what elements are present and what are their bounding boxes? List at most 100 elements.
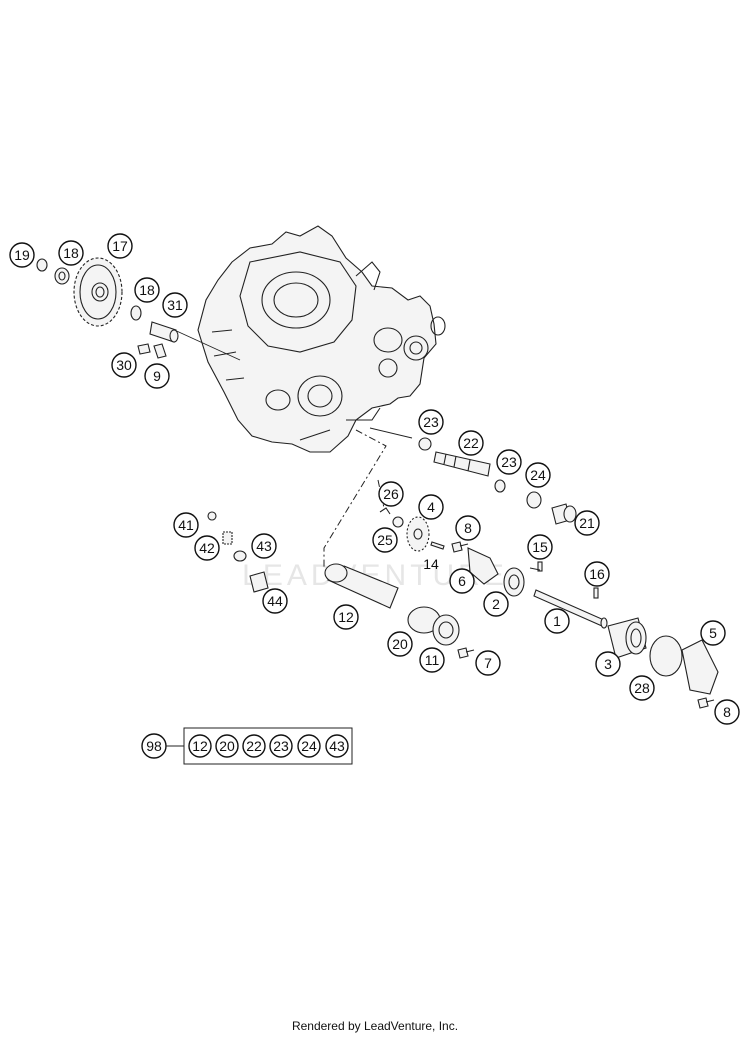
svg-text:98: 98 bbox=[146, 738, 162, 754]
kit-item-23[interactable]: 23 bbox=[269, 734, 293, 758]
svg-text:22: 22 bbox=[246, 738, 262, 754]
callout-11[interactable]: 11 bbox=[419, 647, 445, 673]
callout-22[interactable]: 22 bbox=[458, 430, 484, 456]
kit-item-12[interactable]: 12 bbox=[188, 734, 212, 758]
callout-7[interactable]: 7 bbox=[475, 650, 501, 676]
plug-part-21 bbox=[551, 503, 577, 525]
oring-part-23a bbox=[418, 437, 432, 451]
callout-9[interactable]: 9 bbox=[144, 363, 170, 389]
callout-2[interactable]: 2 bbox=[483, 591, 509, 617]
shaft-part-1 bbox=[533, 589, 608, 629]
callout-18[interactable]: 18 bbox=[58, 240, 84, 266]
callout-31[interactable]: 31 bbox=[162, 292, 188, 318]
callout-21[interactable]: 21 bbox=[574, 510, 600, 536]
pin-part-15 bbox=[537, 561, 543, 572]
callout-30[interactable]: 30 bbox=[111, 352, 137, 378]
kit-box bbox=[166, 727, 353, 765]
svg-text:12: 12 bbox=[338, 609, 354, 625]
washer-part-18a bbox=[54, 267, 70, 285]
callout-41[interactable]: 41 bbox=[173, 512, 199, 538]
svg-text:2: 2 bbox=[492, 596, 500, 612]
callout-28[interactable]: 28 bbox=[629, 675, 655, 701]
kit-item-24[interactable]: 24 bbox=[297, 734, 321, 758]
svg-text:23: 23 bbox=[501, 454, 517, 470]
shaft-part-31 bbox=[149, 321, 179, 343]
snap-ring-part bbox=[36, 258, 48, 272]
svg-text:23: 23 bbox=[273, 738, 289, 754]
svg-text:9: 9 bbox=[153, 368, 161, 384]
shaft-part-22 bbox=[433, 451, 491, 477]
svg-text:7: 7 bbox=[484, 655, 492, 671]
callout-19[interactable]: 19 bbox=[9, 242, 35, 268]
callout-16[interactable]: 16 bbox=[584, 561, 610, 587]
washer-part-18b bbox=[130, 305, 142, 321]
svg-text:16: 16 bbox=[589, 566, 605, 582]
callout-18[interactable]: 18 bbox=[134, 277, 160, 303]
callout-8[interactable]: 8 bbox=[455, 515, 481, 541]
cover-part-6 bbox=[467, 547, 499, 585]
svg-text:28: 28 bbox=[634, 680, 650, 696]
svg-text:3: 3 bbox=[604, 656, 612, 672]
callout-20[interactable]: 20 bbox=[387, 631, 413, 657]
svg-text:24: 24 bbox=[530, 467, 546, 483]
kit-item-22[interactable]: 22 bbox=[242, 734, 266, 758]
crankcase bbox=[197, 225, 446, 453]
svg-text:21: 21 bbox=[579, 515, 595, 531]
filter-part-12 bbox=[324, 563, 399, 609]
callout-5[interactable]: 5 bbox=[700, 620, 726, 646]
pin-part-16 bbox=[593, 587, 599, 599]
callout-26[interactable]: 26 bbox=[378, 481, 404, 507]
label-14[interactable]: 14 bbox=[423, 556, 439, 572]
callout-44[interactable]: 44 bbox=[262, 588, 288, 614]
svg-text:11: 11 bbox=[425, 652, 440, 668]
svg-text:17: 17 bbox=[112, 238, 128, 254]
svg-text:30: 30 bbox=[116, 357, 132, 373]
callout-43[interactable]: 43 bbox=[251, 533, 277, 559]
callout-15[interactable]: 15 bbox=[527, 534, 553, 560]
spring-part-42 bbox=[222, 531, 233, 545]
callout-17[interactable]: 17 bbox=[107, 233, 133, 259]
callout-23[interactable]: 23 bbox=[496, 449, 522, 475]
svg-text:24: 24 bbox=[301, 738, 317, 754]
gear-part-17 bbox=[73, 257, 123, 327]
callout-98[interactable]: 98 bbox=[141, 733, 167, 759]
svg-text:43: 43 bbox=[256, 538, 272, 554]
callout-6[interactable]: 6 bbox=[449, 568, 475, 594]
housing-part-3 bbox=[607, 617, 647, 659]
svg-text:5: 5 bbox=[709, 625, 717, 641]
svg-text:18: 18 bbox=[139, 282, 155, 298]
svg-text:6: 6 bbox=[458, 573, 466, 589]
bolt-part-7 bbox=[457, 647, 475, 659]
svg-text:12: 12 bbox=[192, 738, 208, 754]
svg-text:19: 19 bbox=[14, 247, 30, 263]
svg-text:31: 31 bbox=[167, 297, 183, 313]
kit-item-20[interactable]: 20 bbox=[215, 734, 239, 758]
svg-text:25: 25 bbox=[377, 532, 393, 548]
oring-part-28 bbox=[649, 635, 683, 677]
clip-part-26 bbox=[379, 507, 391, 515]
pin-part-14 bbox=[430, 541, 445, 550]
callout-12[interactable]: 12 bbox=[333, 604, 359, 630]
svg-text:14: 14 bbox=[423, 556, 439, 572]
plug-part-44 bbox=[249, 571, 269, 593]
svg-text:44: 44 bbox=[267, 593, 283, 609]
callout-23[interactable]: 23 bbox=[418, 409, 444, 435]
pin-part-30 bbox=[137, 343, 151, 355]
callout-4[interactable]: 4 bbox=[418, 494, 444, 520]
cover-part-5 bbox=[681, 639, 719, 695]
callout-24[interactable]: 24 bbox=[525, 462, 551, 488]
plate-part-9 bbox=[153, 343, 167, 359]
bolt-part-8a bbox=[451, 541, 469, 553]
svg-text:8: 8 bbox=[723, 704, 731, 720]
kit-item-43[interactable]: 43 bbox=[325, 734, 349, 758]
callout-1[interactable]: 1 bbox=[544, 608, 570, 634]
callout-42[interactable]: 42 bbox=[194, 535, 220, 561]
washer-part-25 bbox=[392, 516, 404, 528]
callout-8[interactable]: 8 bbox=[714, 699, 740, 725]
washer-part-43 bbox=[233, 550, 247, 562]
cover-part-11 bbox=[432, 614, 460, 646]
callout-3[interactable]: 3 bbox=[595, 651, 621, 677]
callout-25[interactable]: 25 bbox=[372, 527, 398, 553]
svg-text:8: 8 bbox=[464, 520, 472, 536]
